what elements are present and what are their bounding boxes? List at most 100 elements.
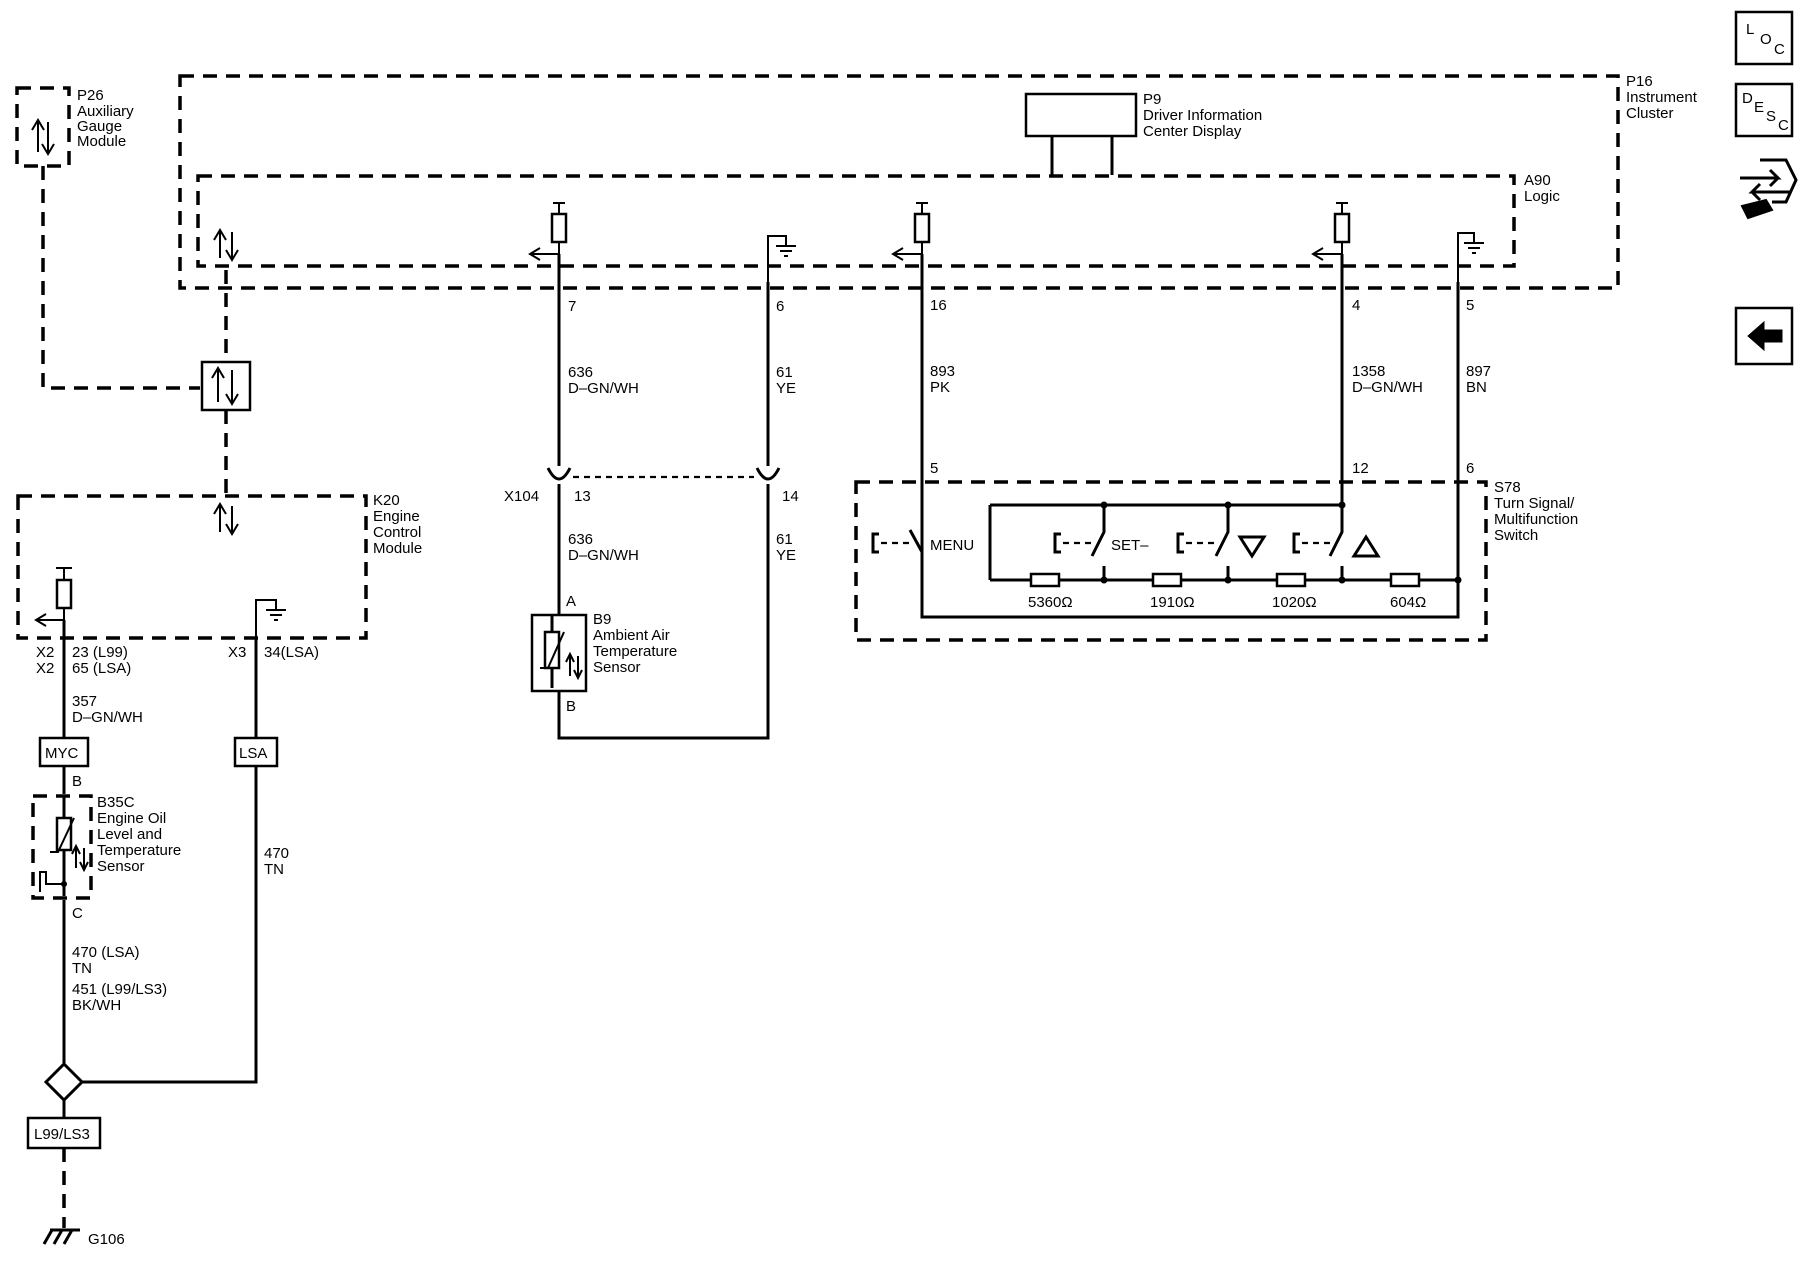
k20-pin-lsa: 65 (LSA) bbox=[72, 660, 131, 677]
wire-470-circuit: 470 bbox=[264, 845, 289, 862]
p16-pin-5: 5 bbox=[1466, 297, 1474, 314]
switch-set-label: SET– bbox=[1111, 537, 1149, 554]
wire-357-circuit: 357 bbox=[72, 693, 97, 710]
splice-diamond bbox=[43, 1061, 85, 1103]
module-b9 bbox=[530, 613, 588, 693]
desc-letter-4: C bbox=[1778, 117, 1789, 134]
wire-897-color: BN bbox=[1466, 379, 1487, 396]
b9-pin-b: B bbox=[566, 698, 576, 715]
wire-61-circuit: 61 bbox=[776, 364, 793, 381]
s78-name-2: Multifunction bbox=[1494, 511, 1578, 528]
s78-name-1: Turn Signal/ bbox=[1494, 495, 1575, 512]
resistor-1 bbox=[1029, 572, 1061, 588]
b35c-pin-b: B bbox=[72, 773, 82, 790]
desc-letter-1: D bbox=[1742, 90, 1753, 107]
wire-893-color: PK bbox=[930, 379, 950, 396]
wire-636-lower-circuit: 636 bbox=[568, 531, 593, 548]
b35c-name-1: Engine Oil bbox=[97, 810, 166, 827]
wires-p16 bbox=[557, 254, 1460, 581]
description-button[interactable]: D E S C bbox=[1734, 82, 1794, 138]
wire-470-color: TN bbox=[264, 861, 284, 878]
p9-name-2: Center Display bbox=[1143, 123, 1242, 140]
k20-x3: X3 bbox=[228, 644, 246, 661]
b35c-ref: B35C bbox=[97, 794, 135, 811]
p16-pin-16: 16 bbox=[930, 297, 947, 314]
connector-wrench-icon[interactable] bbox=[1740, 158, 1798, 220]
p16-pin-6: 6 bbox=[776, 298, 784, 315]
b9-ref: B9 bbox=[593, 611, 611, 628]
b35c-pin-c: C bbox=[72, 905, 83, 922]
resistor-2-value: 1910Ω bbox=[1150, 594, 1195, 611]
p16-name-1: Instrument bbox=[1626, 89, 1698, 106]
wire-893-circuit: 893 bbox=[930, 363, 955, 380]
module-p26: P26 Auxiliary Gauge Module bbox=[15, 86, 134, 168]
b9-pin-a: A bbox=[566, 593, 576, 610]
wire-636-lower-color: D–GN/WH bbox=[568, 547, 639, 564]
x104-pin-14: 14 bbox=[782, 488, 799, 505]
k20-pin-l99: 23 (L99) bbox=[72, 644, 128, 661]
serial-data-bus bbox=[41, 166, 252, 495]
wire-897-circuit: 897 bbox=[1466, 363, 1491, 380]
p16-name-2: Cluster bbox=[1626, 105, 1674, 122]
p9-ref: P9 bbox=[1143, 91, 1161, 108]
b35c-name-3: Temperature bbox=[97, 842, 181, 859]
serial-data-arrows-a90 bbox=[213, 228, 239, 262]
option-myc: MYC bbox=[38, 736, 90, 768]
b9-name-1: Ambient Air bbox=[593, 627, 670, 644]
wire-636-color: D–GN/WH bbox=[568, 380, 639, 397]
s78-pin-5: 5 bbox=[930, 460, 938, 477]
ground-g106: G106 bbox=[42, 1228, 125, 1248]
b35c-name-2: Level and bbox=[97, 826, 162, 843]
p16-pin-7: 7 bbox=[568, 298, 576, 315]
module-s78 bbox=[854, 480, 1488, 642]
wire-470-lsa-color: TN bbox=[72, 960, 92, 977]
switch-menu-label: MENU bbox=[930, 537, 974, 554]
p16-pin-4: 4 bbox=[1352, 297, 1360, 314]
wire-636-circuit: 636 bbox=[568, 364, 593, 381]
k20-x2-a: X2 bbox=[36, 644, 54, 661]
module-k20 bbox=[16, 494, 368, 640]
p16-ref: P16 bbox=[1626, 73, 1653, 90]
a90-ref: A90 bbox=[1524, 172, 1551, 189]
s78-pin-12: 12 bbox=[1352, 460, 1369, 477]
s78-ref: S78 bbox=[1494, 479, 1521, 496]
s78-circuit bbox=[871, 501, 1462, 619]
option-l99ls3-label: L99/LS3 bbox=[34, 1126, 90, 1143]
module-p9: P9 Driver Information Center Display bbox=[1024, 91, 1262, 175]
k20-pin-x3: 34(LSA) bbox=[264, 644, 319, 661]
resistor-2 bbox=[1151, 572, 1183, 588]
resistor-3-value: 1020Ω bbox=[1272, 594, 1317, 611]
wires-ecm bbox=[62, 620, 258, 1228]
k20-name-1: Engine bbox=[373, 508, 420, 525]
k20-name-2: Control bbox=[373, 524, 421, 541]
option-lsa-label: LSA bbox=[239, 745, 267, 762]
wire-451-color: BK/WH bbox=[72, 997, 121, 1014]
x104-pin-13: 13 bbox=[574, 488, 591, 505]
back-button[interactable] bbox=[1734, 306, 1794, 366]
wire-451-circuit: 451 (L99/LS3) bbox=[72, 981, 167, 998]
loc-letter-3: C bbox=[1774, 41, 1785, 58]
loc-letter-2: O bbox=[1760, 31, 1772, 48]
serial-data-splice bbox=[200, 360, 252, 412]
module-b35c bbox=[31, 794, 93, 900]
p26-ref: P26 bbox=[77, 87, 104, 104]
option-l99ls3: L99/LS3 bbox=[26, 1116, 102, 1150]
wire-61-lower-circuit: 61 bbox=[776, 531, 793, 548]
desc-letter-2: E bbox=[1754, 99, 1764, 116]
a90-name-1: Logic bbox=[1524, 188, 1560, 205]
wire-1358-color: D–GN/WH bbox=[1352, 379, 1423, 396]
resistor-3 bbox=[1275, 572, 1307, 588]
resistor-4 bbox=[1389, 572, 1421, 588]
location-button[interactable]: L O C bbox=[1734, 10, 1794, 66]
option-myc-label: MYC bbox=[45, 745, 79, 762]
k20-ref: K20 bbox=[373, 492, 400, 509]
module-a90: A90 Logic bbox=[196, 172, 1560, 268]
connector-x104 bbox=[546, 467, 781, 740]
wire-61-lower-color: YE bbox=[776, 547, 796, 564]
module-p16: P16 Instrument Cluster bbox=[178, 73, 1698, 290]
x104-label: X104 bbox=[504, 488, 539, 505]
wire-357-color: D–GN/WH bbox=[72, 709, 143, 726]
p26-name-1: Auxiliary bbox=[77, 103, 134, 120]
option-lsa: LSA bbox=[233, 736, 279, 768]
